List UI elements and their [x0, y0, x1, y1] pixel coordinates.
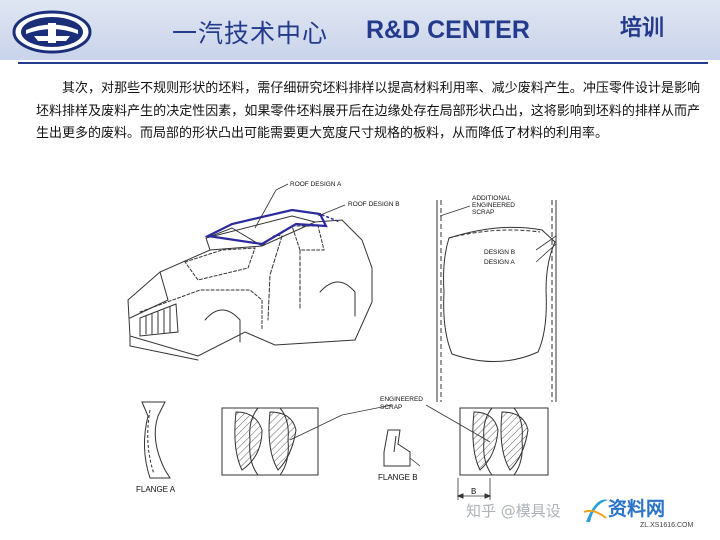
- label-engineered-2: SCRAP: [380, 404, 403, 411]
- header-banner: 一汽技术中心 R&D CENTER 培训: [0, 0, 720, 60]
- header-tag: 培训: [620, 16, 665, 41]
- label-flange-a: FLANGE A: [136, 485, 176, 494]
- site-logo-text: 资料网: [608, 498, 666, 520]
- zhihu-watermark: 知乎 @模具设: [466, 502, 561, 520]
- blank-pair-middle: [221, 407, 319, 476]
- flange-b-drawing: [383, 429, 411, 467]
- label-dim-b: B: [471, 487, 477, 496]
- label-additional-1: ADDITIONAL: [472, 195, 512, 202]
- label-roof-design-a: ROOF DESIGN A: [290, 181, 342, 188]
- label-additional-2: ENGINEERED: [472, 202, 515, 209]
- label-design-a: DESIGN A: [484, 259, 515, 266]
- label-engineered-1: ENGINEERED: [380, 396, 423, 403]
- faw-logo-icon: [12, 10, 92, 54]
- roof-design-a-outline: [204, 208, 328, 246]
- header-title-en: R&D CENTER: [366, 16, 530, 44]
- roof-design-b-outline: [291, 209, 341, 223]
- header-divider: [18, 62, 708, 64]
- header-title-cn: 一汽技术中心: [172, 19, 329, 48]
- label-design-b: DESIGN B: [484, 249, 516, 256]
- label-roof-design-b: ROOF DESIGN B: [348, 201, 400, 208]
- car-drawing: [127, 215, 373, 361]
- body-paragraph: 其次，对那些不规则形状的坯料，需仔细研究坯料排样以提高材料利用率、减少废料产生。…: [36, 81, 700, 141]
- blank-strip-drawing: [436, 200, 557, 402]
- flange-a-drawing: [141, 401, 171, 479]
- site-logo-icon: [583, 499, 608, 522]
- site-url: ZL.XS1616.COM: [640, 522, 694, 529]
- label-additional-3: SCRAP: [472, 209, 495, 216]
- label-flange-b: FLANGE B: [378, 473, 418, 482]
